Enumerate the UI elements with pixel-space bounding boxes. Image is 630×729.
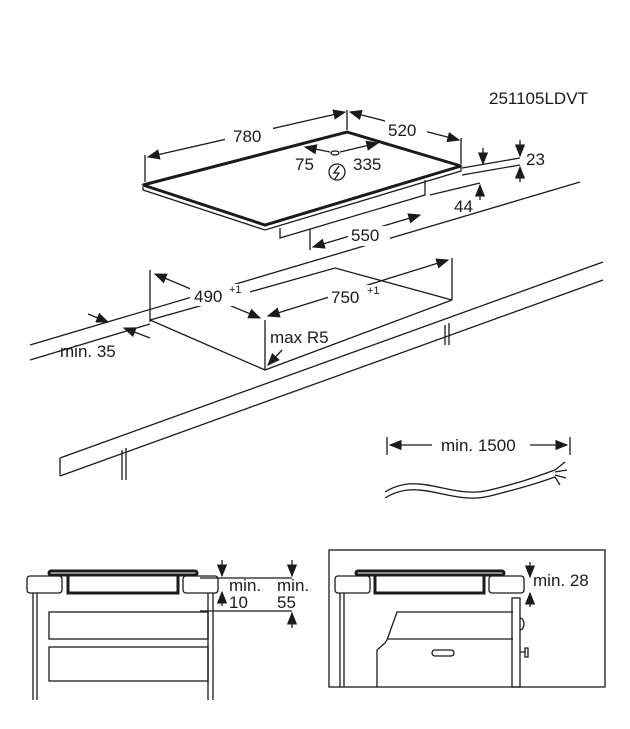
- hob-box-width-value: 550: [351, 226, 379, 245]
- drawing-code: 251105LDVT: [489, 89, 588, 108]
- cutout-width-tolerance: +1: [367, 285, 380, 297]
- electric-connection-icon: [328, 163, 346, 181]
- section-drawer: [26, 560, 298, 700]
- section-oven: [328, 549, 606, 688]
- min-label-b: min.: [277, 576, 309, 595]
- cutout: [87, 258, 453, 371]
- cable: [384, 437, 571, 499]
- connection-left-value: 75: [295, 155, 314, 174]
- radius-label: max R5: [270, 328, 329, 347]
- hob: [140, 109, 526, 250]
- min-label-a: min.: [229, 576, 261, 595]
- hob-width-value: 780: [233, 127, 261, 146]
- oven-min-label: min. 28: [533, 571, 589, 590]
- min-value-10: 10: [229, 593, 248, 612]
- min-value-55: 55: [277, 593, 296, 612]
- cutout-depth-value: 490: [194, 287, 222, 306]
- edge-min-label: min. 35: [60, 342, 116, 361]
- cutout-depth-tolerance: +1: [229, 284, 242, 296]
- cable-length-label: min. 1500: [441, 436, 516, 455]
- hob-depth-value: 520: [388, 121, 416, 140]
- cutout-width-value: 750: [331, 288, 359, 307]
- connection-right-value: 335: [353, 155, 381, 174]
- hob-thickness-value: 23: [526, 150, 545, 169]
- hob-height-below-value: 44: [454, 197, 473, 216]
